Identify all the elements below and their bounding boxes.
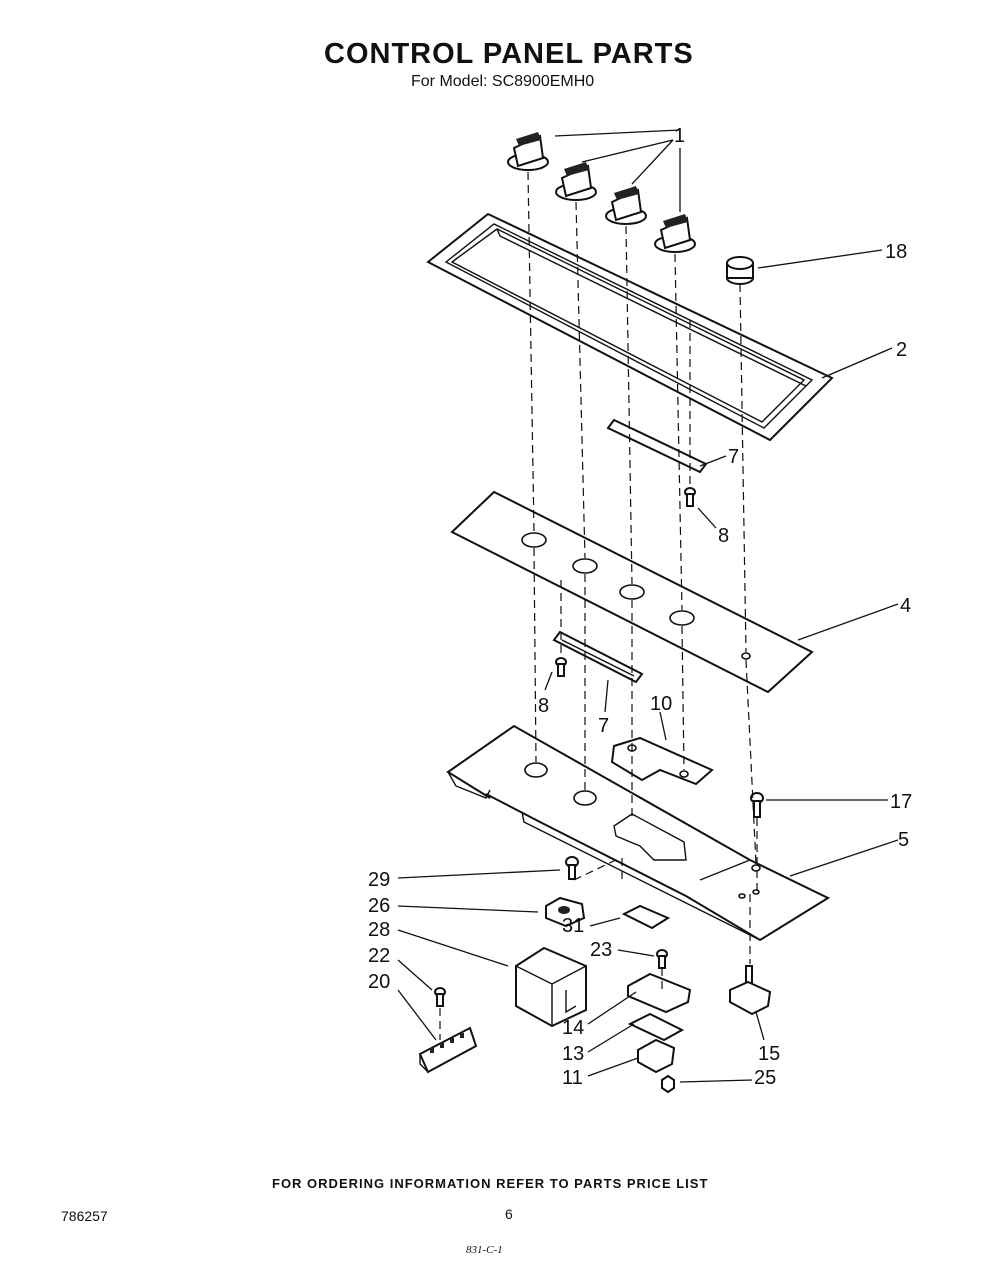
callout-18: 18: [885, 241, 907, 263]
screw-17: [750, 792, 764, 818]
terminal-block-20: [418, 1026, 478, 1074]
knob-1b: [555, 162, 597, 201]
label-31: [621, 904, 671, 930]
insulator-13: [627, 1012, 685, 1042]
knob-1a: [507, 132, 549, 171]
bracket-14: [627, 972, 692, 1014]
screw-8-upper: [684, 487, 696, 507]
callout-13: 13: [562, 1043, 584, 1065]
page-number: 6: [505, 1206, 513, 1222]
callout-5: 5: [898, 829, 909, 851]
screw-29: [565, 856, 579, 880]
callout-28: 28: [368, 919, 390, 941]
callout-17: 17: [890, 791, 912, 813]
callout-11: 11: [562, 1067, 583, 1089]
component-26: [545, 896, 586, 928]
callout-20: 20: [368, 971, 390, 993]
screw-8-lower: [555, 657, 567, 677]
bracket-7-lower: [552, 630, 644, 684]
console-frame-2: [426, 212, 834, 442]
alignment-lines: [439, 171, 758, 1040]
callout-8-lower: 8: [538, 695, 549, 717]
screw-22: [434, 987, 446, 1007]
callout-labels: 1 18 2 7 8 4 8 7 10 17 5 29 26 28 22 20 …: [368, 125, 912, 1089]
callout-25: 25: [754, 1067, 776, 1089]
callout-31: 31: [562, 915, 584, 937]
knob-1d: [654, 214, 696, 253]
switch-11: [637, 1038, 676, 1074]
callout-26: 26: [368, 895, 390, 917]
callout-29: 29: [368, 869, 390, 891]
callout-14: 14: [562, 1017, 584, 1039]
leader-lines: [397, 129, 899, 1083]
component-15: [729, 965, 772, 1016]
callout-23: 23: [590, 939, 612, 961]
bracket-7-upper: [606, 418, 708, 474]
model-subtitle: For Model: SC8900EMH0: [411, 73, 595, 90]
ordering-info-note: FOR ORDERING INFORMATION REFER TO PARTS …: [272, 1176, 709, 1191]
callout-7-upper: 7: [728, 446, 739, 468]
screw-23: [656, 949, 668, 969]
callout-10: 10: [650, 693, 672, 715]
box-28: [515, 946, 587, 1028]
callout-22: 22: [368, 945, 390, 967]
callout-15: 15: [758, 1043, 780, 1065]
document-number: 786257: [61, 1208, 108, 1224]
callout-8-upper: 8: [718, 525, 729, 547]
callout-7-lower: 7: [598, 715, 609, 737]
callout-4: 4: [900, 595, 911, 617]
knob-1c: [605, 186, 647, 225]
handwritten-mark: 831-C-1: [466, 1244, 503, 1256]
nut-25: [661, 1074, 675, 1094]
callout-1: 1: [674, 125, 685, 147]
panel-housing-5: [446, 724, 831, 942]
panel-plate-4: [450, 490, 814, 694]
page-title: CONTROL PANEL PARTS: [324, 38, 694, 70]
small-knob-18: [726, 256, 754, 285]
bracket-10: [610, 736, 714, 786]
callout-2: 2: [896, 339, 907, 361]
